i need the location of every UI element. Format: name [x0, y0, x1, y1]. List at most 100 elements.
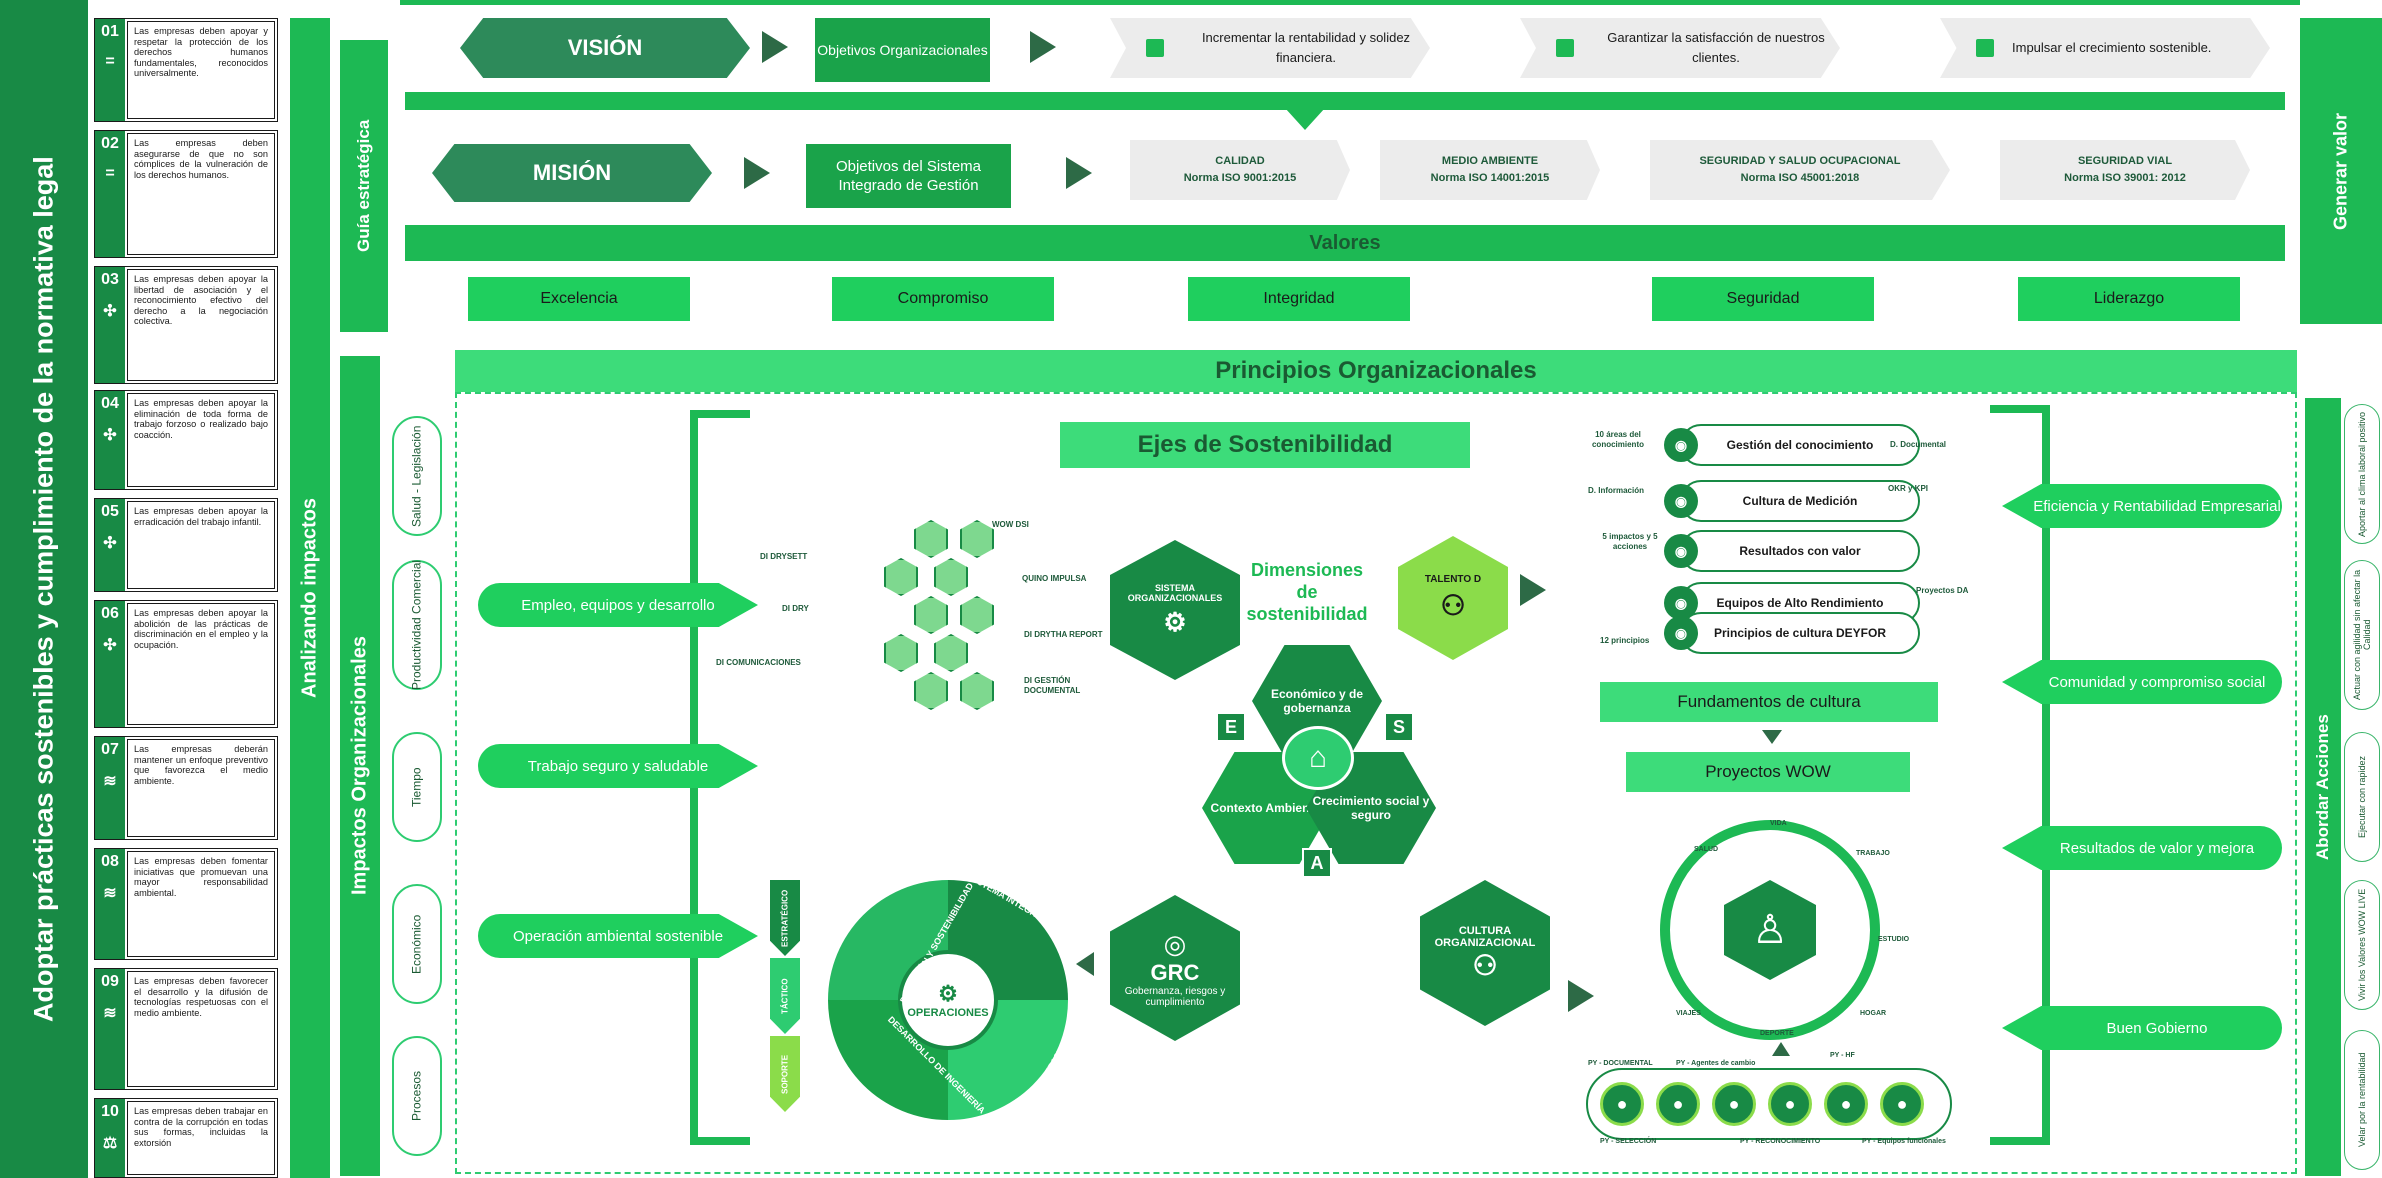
vision-item-3: Impulsar el crecimiento sostenible. [1940, 18, 2270, 78]
py-label: PY - RECONOCIMIENTO [1740, 1138, 1821, 1145]
abordar-acciones-bar: Abordar Acciones [2305, 398, 2341, 1176]
norm-title: SEGURIDAD Y SALUD OCUPACIONAL [1699, 155, 1901, 167]
people-growth-icon: ⚇ [1440, 590, 1466, 621]
talento-side-label: OKR y KPI [1888, 484, 1929, 493]
sistema-label: DI GESTIÓN DOCUMENTAL [1024, 676, 1081, 695]
abordar-tab: Vivir los Valores WOW LIVE [2344, 880, 2380, 1010]
principle-text: Las empresas deben apoyar la eliminación… [127, 393, 275, 487]
mision-box: MISIÓN [432, 144, 712, 202]
impact-tab: Productividad Comercial [392, 560, 442, 690]
principle-num-text: 03 [101, 271, 119, 288]
analizando-impactos-bar: Analizando impactos [290, 18, 330, 1178]
vision-item-1: Incrementar la rentabilidad y solidez fi… [1110, 18, 1430, 78]
sistema-label: WOW DSI [992, 520, 1029, 529]
principle-icon: ⚖ [102, 1135, 118, 1152]
principle-icon: ✣ [103, 637, 117, 654]
dimensiones-label: Dimensiones de sostenibilidad [1246, 560, 1368, 624]
norm-title: MEDIO AMBIENTE [1441, 155, 1539, 167]
principle-text: Las empresas deben apoyar la libertad de… [127, 269, 275, 381]
sistemas-label: SISTEMA ORGANIZACIONALES [1127, 582, 1223, 603]
principle-text: Las empresas deben apoyar la erradicació… [127, 501, 275, 589]
talento-item-label: Principios de cultura DEYFOR [1713, 626, 1887, 640]
talento-side-label: 12 principios [1600, 636, 1650, 645]
impactos-organizacionales-bar: Impactos Organizacionales [340, 356, 380, 1176]
flag-icon [1976, 39, 1994, 57]
valor-box: Compromiso [832, 277, 1054, 321]
badge-E: E [1216, 712, 1246, 742]
ejes-title: Ejes de Sostenibilidad [1060, 422, 1470, 468]
principle-number: 01= [95, 19, 125, 121]
talento-item-label: Equipos de Alto Rendimiento [1716, 596, 1884, 610]
wow-label: VIDA [1770, 820, 1787, 827]
principle-card: 06✣Las empresas deben apoyar la abolició… [94, 600, 278, 728]
principle-icon: ✣ [103, 303, 117, 320]
flag-icon [1146, 39, 1164, 57]
norm-box: MEDIO AMBIENTE Norma ISO 14001:2015 [1380, 140, 1600, 200]
py-icon: ● [1768, 1082, 1812, 1126]
talento-label: TALENTO D [1424, 574, 1482, 585]
principle-icon: ≋ [103, 1005, 117, 1022]
vision-item-1-text: Incrementar la rentabilidad y solidez fi… [1201, 30, 1411, 65]
principle-num-text: 10 [101, 1103, 119, 1120]
principle-card: 03 ✣ Las empresas deben apoyar la libertad… [94, 266, 278, 384]
norm-standard: Norma ISO 14001:2015 [1430, 172, 1550, 184]
talento-hex: TALENTO D ⚇ [1398, 536, 1508, 660]
level-arrow: ESTRATÉGICO [770, 880, 800, 956]
talento-chevron [1520, 574, 1546, 606]
principle-card: 08≋Las empresas deben fomentar iniciativ… [94, 848, 278, 960]
talento-item: ◉ Gestión del conocimiento [1664, 424, 1920, 466]
wow-label: DEPORTE [1760, 1030, 1794, 1037]
impact-tab: Económico [392, 884, 442, 1004]
wow-label: TRABAJO [1856, 850, 1890, 857]
principle-num-text: 04 [101, 395, 119, 412]
principle-number: 02= [95, 131, 125, 257]
principios-frame [455, 392, 2297, 1174]
wow-center-hex: ♙ [1724, 880, 1816, 980]
talento-item-icon: ◉ [1664, 534, 1698, 568]
talento-side-label: D. Documental [1890, 440, 1947, 449]
talento-item-icon: ◉ [1664, 428, 1698, 462]
vision-mision-separator [405, 92, 2285, 110]
level-arrow: SOPORTE [770, 1036, 800, 1112]
impact-tab: Salud - Legislación [392, 416, 442, 536]
sistema-label: DI COMUNICACIONES [716, 658, 801, 667]
sistema-label: QUINO IMPULSA [1022, 574, 1087, 583]
ops-center-label: OPERACIONES [907, 1007, 989, 1019]
sistema-label: DI DRYSETT [760, 552, 808, 561]
norm-box: SEGURIDAD Y SALUD OCUPACIONAL Norma ISO 4… [1650, 140, 1950, 200]
talento-item-label: Gestión del conocimiento [1726, 438, 1874, 452]
arrow-buen-gobierno: Buen Gobierno [2002, 1006, 2282, 1050]
principle-icon: ≋ [103, 885, 117, 902]
principle-num-text: 01 [101, 23, 119, 40]
py-icon: ● [1656, 1082, 1700, 1126]
down-arrow-icon [1762, 730, 1782, 744]
vision-objetivos-box: Objetivos Organizacionales [815, 18, 990, 82]
people-idea-icon: ⚇ [1472, 949, 1498, 981]
wow-label: HOGAR [1860, 1010, 1887, 1017]
arrow-eficiencia: Eficiencia y Rentabilidad Empresarial [2002, 484, 2282, 528]
principle-card: 02=Las empresas deben asegurarse de que … [94, 130, 278, 258]
principle-text: Las empresas deberán mantener un enfoque… [127, 739, 275, 837]
principle-number: 08≋ [95, 849, 125, 959]
vision-chevron-2 [1030, 31, 1056, 63]
mision-chevron-1 [744, 157, 770, 189]
principle-card: 07≋Las empresas deberán mantener un enfo… [94, 736, 278, 840]
center-logo-icon: ⌂ [1282, 726, 1354, 790]
generar-valor-bar: Generar valor [2300, 18, 2382, 324]
principle-num-text: 02 [101, 135, 119, 152]
top-line [400, 0, 2300, 5]
principle-num-text: 07 [101, 741, 119, 758]
principle-text: Las empresas deben asegurarse de que no … [127, 133, 275, 255]
norm-standard: Norma ISO 45001:2018 [1740, 172, 1860, 184]
principle-num-text: 05 [101, 503, 119, 520]
principios-title: Principios Organizacionales [455, 350, 2297, 392]
talento-item: ◉Resultados con valor [1664, 530, 1920, 572]
grc-label: GRC [1150, 959, 1200, 985]
principle-icon: ✣ [103, 535, 117, 552]
impact-tab: Procesos [392, 1036, 442, 1156]
py-icon: ● [1712, 1082, 1756, 1126]
operaciones-center: ⚙OPERACIONES [898, 950, 998, 1050]
py-label: PY - Equipos funcionales [1862, 1138, 1946, 1145]
level-arrow: TÁCTICO [770, 958, 800, 1034]
